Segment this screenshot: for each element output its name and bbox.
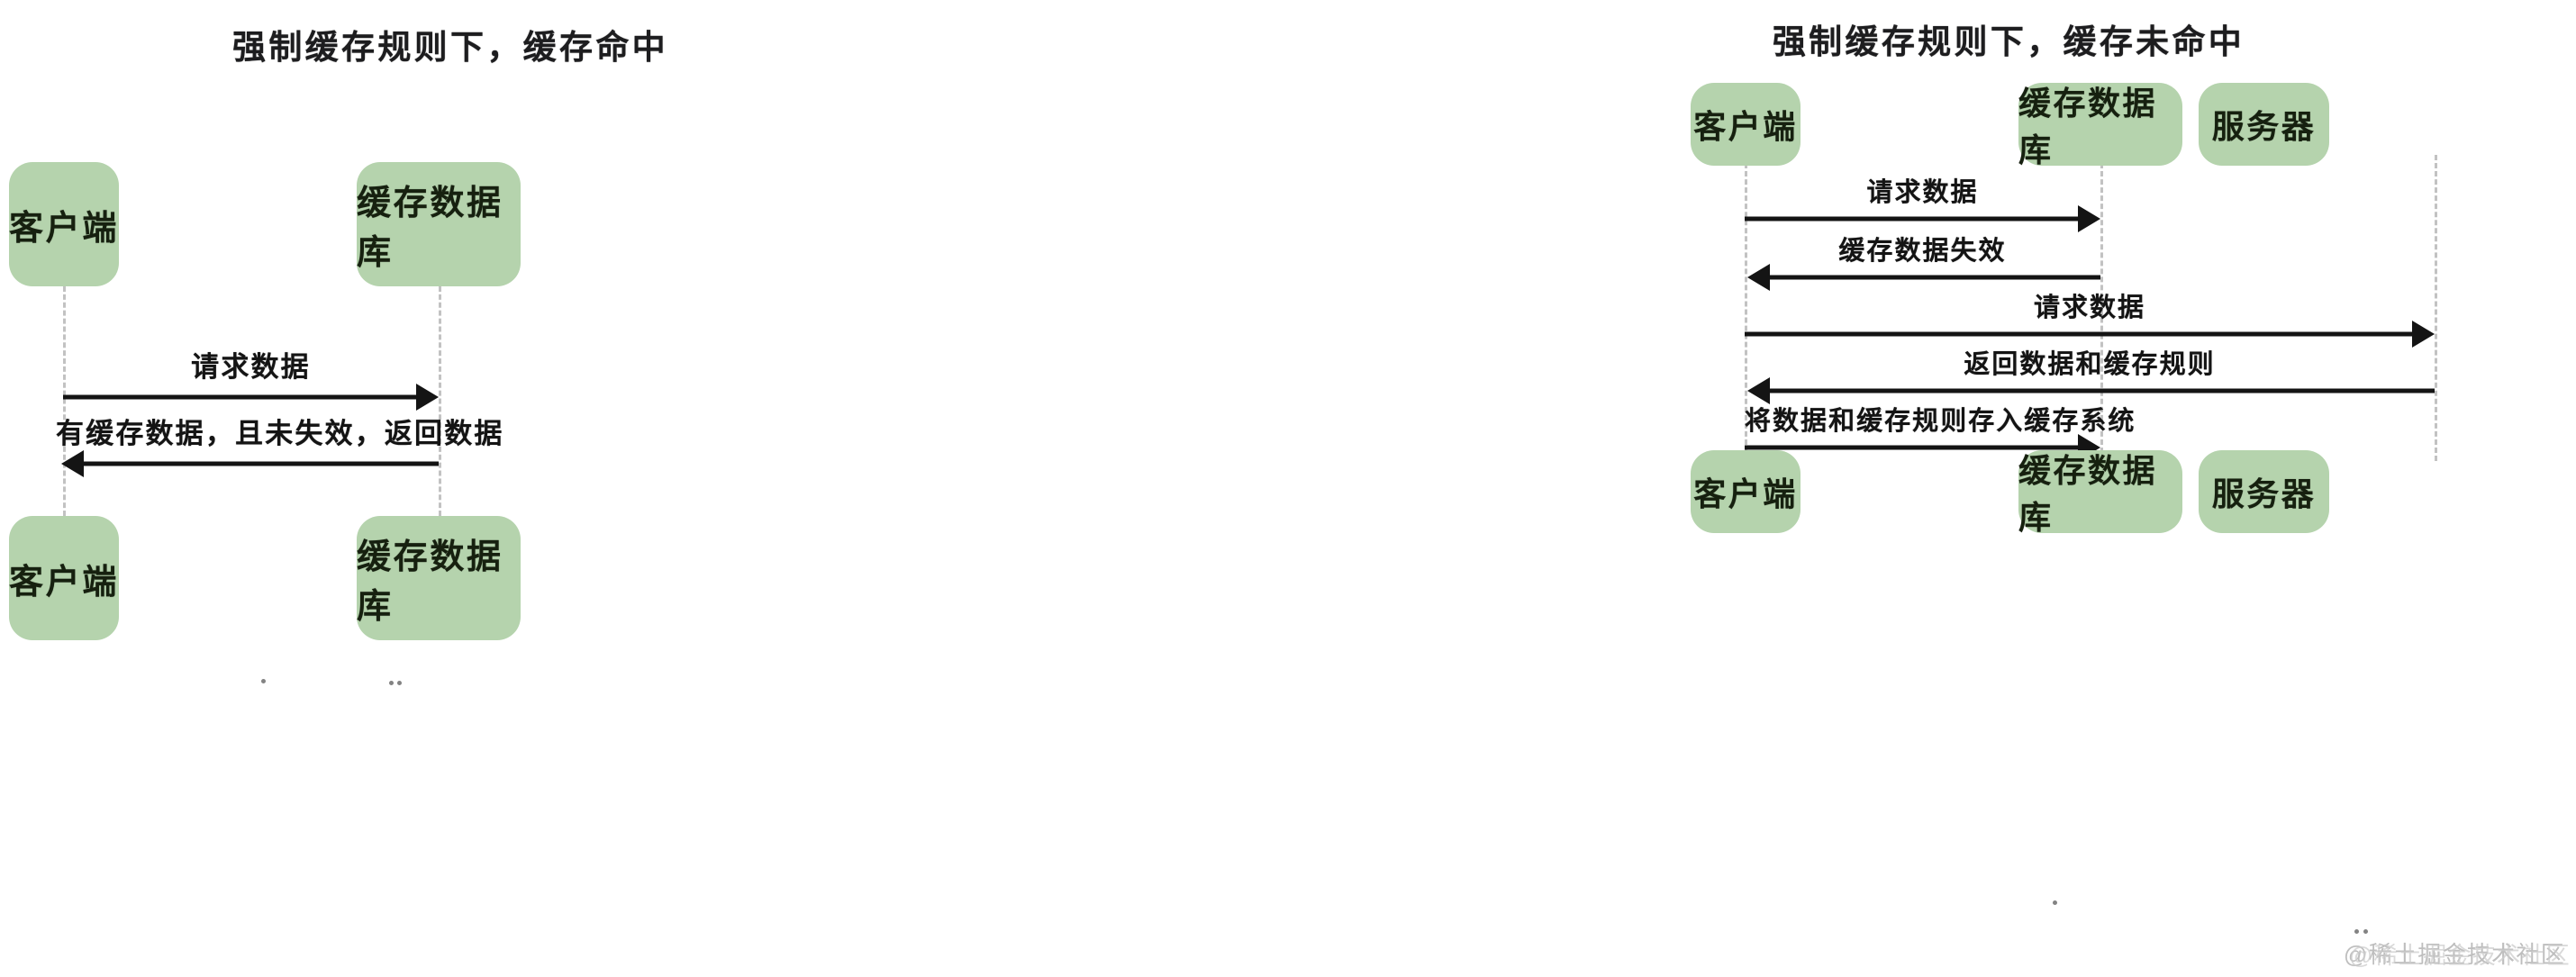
participant-client-top[interactable]: 客户端 xyxy=(1691,83,1800,166)
participant-label: 服务器 xyxy=(2211,475,2317,512)
participant-client-bottom[interactable]: 客户端 xyxy=(1691,450,1800,533)
participant-client-top[interactable]: 客户端 xyxy=(9,162,119,286)
artifact-dot xyxy=(261,679,266,683)
artifact-dot xyxy=(397,681,402,685)
participant-cache-db-top[interactable]: 缓存数据库 xyxy=(2018,83,2182,168)
artifact-dot xyxy=(2354,929,2359,934)
participant-label: 缓存数据库 xyxy=(357,185,503,272)
message-label-2: 缓存数据失效 xyxy=(1838,237,2007,266)
watermark-ghost-text: @稀土掘金技术社区 xyxy=(2348,942,2571,969)
participant-server-bottom[interactable]: 服务器 xyxy=(2199,450,2329,533)
participant-label: 客户端 xyxy=(9,209,119,248)
lifeline-client xyxy=(1745,155,1747,461)
participant-cache-db-bottom[interactable]: 缓存数据库 xyxy=(357,516,521,640)
message-arrow-3 xyxy=(1745,319,2435,349)
message-arrow-2 xyxy=(56,448,439,479)
message-label-1: 请求数据 xyxy=(1866,178,1979,207)
message-label-5: 将数据和缓存规则存入缓存系统 xyxy=(1745,407,2136,436)
participant-label: 客户端 xyxy=(1693,108,1798,145)
diagram-title-cache-hit: 强制缓存规则下，缓存命中 xyxy=(232,29,668,66)
artifact-dot xyxy=(2053,900,2057,905)
sequence-diagram-cache-miss: 强制缓存规则下，缓存未命中 客户端 缓存数据库 服务器 请求数据 缓存数据失效 xyxy=(1441,0,2576,977)
participant-client-bottom[interactable]: 客户端 xyxy=(9,516,119,640)
watermark-text: @稀土掘金技术社区 xyxy=(2343,941,2565,968)
diagram-title-cache-miss: 强制缓存规则下，缓存未命中 xyxy=(1772,23,2245,60)
message-label-4: 返回数据和缓存规则 xyxy=(1964,350,2216,379)
participant-cache-db-top[interactable]: 缓存数据库 xyxy=(357,162,521,286)
message-arrow-1 xyxy=(1745,204,2100,234)
lifeline-cache-db xyxy=(439,286,441,516)
message-label-3: 请求数据 xyxy=(2033,294,2146,322)
participant-label: 缓存数据库 xyxy=(2018,452,2158,536)
participant-label: 缓存数据库 xyxy=(357,538,503,626)
lifeline-cache-db xyxy=(2100,155,2103,461)
message-arrow-2 xyxy=(1745,262,2100,293)
participant-cache-db-bottom[interactable]: 缓存数据库 xyxy=(2018,450,2182,536)
artifact-dot xyxy=(389,681,394,685)
participant-server-top[interactable]: 服务器 xyxy=(2199,83,2329,166)
watermark: @稀土掘金技术社区 @稀土掘金技术社区 xyxy=(2343,936,2570,970)
lifeline-server xyxy=(2435,155,2437,461)
lifeline-client xyxy=(63,286,66,516)
message-arrow-4 xyxy=(1745,375,2435,406)
artifact-dot xyxy=(2363,929,2368,934)
participant-label: 服务器 xyxy=(2211,108,2317,145)
participant-label: 客户端 xyxy=(1693,475,1798,512)
participant-label: 客户端 xyxy=(9,563,119,602)
participant-label: 缓存数据库 xyxy=(2018,85,2158,168)
message-arrow-1 xyxy=(63,382,439,412)
sequence-diagram-cache-hit: 强制缓存规则下，缓存命中 客户端 缓存数据库 请求数据 有缓存数据，且未失效，返… xyxy=(0,0,1018,977)
message-label-2: 有缓存数据，且未失效，返回数据 xyxy=(56,418,504,449)
message-label-1: 请求数据 xyxy=(191,351,311,383)
